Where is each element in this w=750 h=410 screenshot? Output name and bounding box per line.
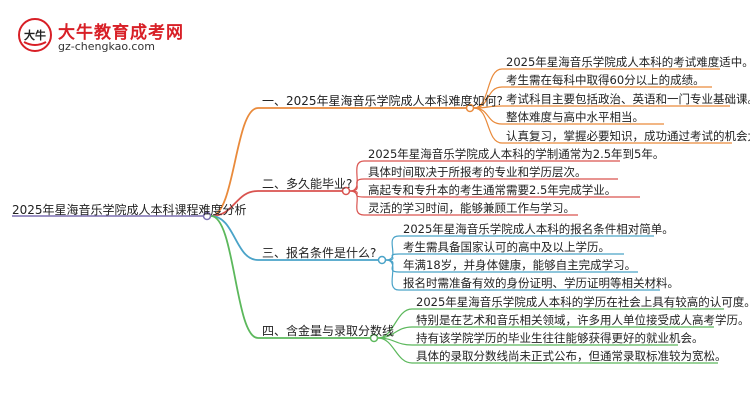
leaf-connector	[349, 190, 365, 216]
branch-connector	[210, 190, 259, 217]
svg-text:大牛: 大牛	[24, 28, 46, 42]
leaf-node: 认真复习，掌握必要知识，成功通过考试的机会大。	[506, 129, 750, 143]
leaf-node: 考生需在每科中取得60分以上的成绩。	[506, 73, 705, 87]
leaf-node: 考试科目主要包括政治、英语和一门专业基础课。	[506, 92, 750, 106]
branch-collapse-toggle[interactable]	[377, 255, 387, 265]
branch-node[interactable]: 三、报名条件是什么?	[262, 246, 377, 260]
logo-url: gz-chengkao.com	[58, 40, 155, 53]
leaf-node: 高起专和专升本的考生通常需要2.5年完成学业。	[368, 183, 617, 197]
leaf-node: 2025年星海音乐学院成人本科的考试难度适中。	[506, 55, 750, 69]
logo-title: 大牛教育成考网	[58, 23, 184, 43]
branch-collapse-toggle[interactable]	[465, 103, 475, 113]
leaf-node: 年满18岁，并身体健康，能够自主完成学习。	[403, 258, 637, 272]
leaf-node: 2025年星海音乐学院成人本科的学制通常为2.5年到5年。	[368, 147, 665, 161]
branch-node[interactable]: 一、2025年星海音乐学院成人本科难度如何?	[262, 94, 503, 108]
leaf-node: 报名时需准备有效的身份证明、学历证明等相关材料。	[403, 276, 679, 290]
branch-collapse-toggle[interactable]	[341, 186, 351, 196]
leaf-node: 整体难度与高中水平相当。	[506, 110, 644, 124]
leaf-node: 持有该学院学历的毕业生往往能够获得更好的就业机会。	[416, 331, 704, 345]
leaf-node: 灵活的学习时间，能够兼顾工作与学习。	[368, 201, 575, 215]
root-collapse-toggle[interactable]	[202, 211, 212, 221]
leaf-connector	[473, 107, 503, 125]
branch-connector	[210, 215, 259, 339]
branch-collapse-toggle[interactable]	[369, 333, 379, 343]
branch-connector	[210, 107, 259, 217]
branch-node[interactable]: 四、含金量与录取分数线	[262, 324, 395, 338]
leaf-node: 2025年星海音乐学院成人本科的学历在社会上具有较高的认可度。	[416, 295, 750, 309]
branch-connector	[210, 215, 259, 261]
leaf-connector	[473, 107, 503, 144]
leaf-connector	[377, 337, 413, 364]
leaf-node: 特别是在艺术和音乐相关领域，许多用人单位接受成人高考学历。	[416, 313, 750, 327]
logo-badge-icon: 大牛	[18, 18, 52, 52]
leaf-connector	[385, 259, 400, 291]
leaf-node: 2025年星海音乐学院成人本科的报名条件相对简单。	[403, 222, 674, 236]
leaf-node: 具体的录取分数线尚未正式公布，但通常录取标准较为宽松。	[416, 349, 727, 363]
branch-node[interactable]: 二、多久能毕业?	[262, 177, 353, 191]
site-logo[interactable]: 大牛 大牛教育成考网 gz-chengkao.com	[18, 18, 198, 56]
leaf-connector	[385, 253, 400, 261]
leaf-node: 考生需具备国家认可的高中及以上学历。	[403, 240, 610, 254]
root-node[interactable]: 2025年星海音乐学院成人本科课程难度分析	[12, 203, 247, 217]
leaf-node: 具体时间取决于所报考的专业和学历层次。	[368, 165, 587, 179]
